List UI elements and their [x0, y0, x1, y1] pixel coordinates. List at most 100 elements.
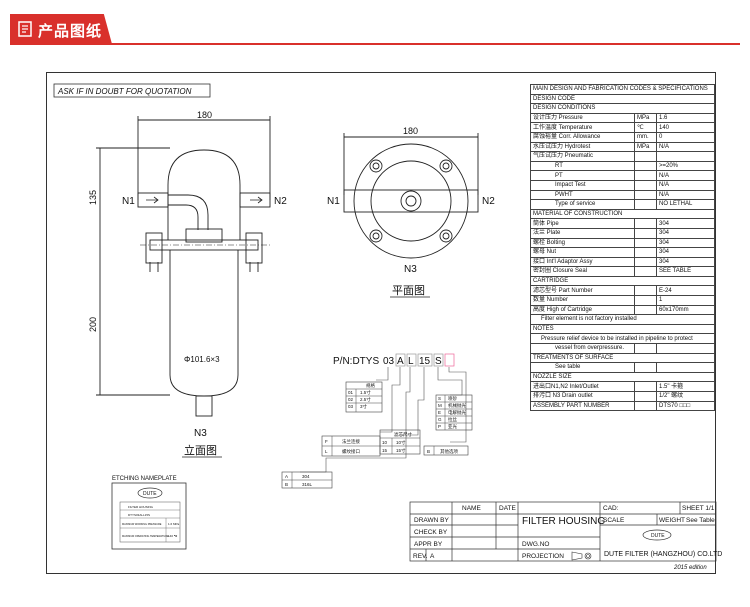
spec-label: 接口 Int'l Adaptor Assy	[530, 256, 635, 268]
spec-unit	[634, 304, 657, 316]
svg-text:CAD:: CAD:	[603, 505, 619, 512]
spec-unit	[634, 189, 657, 201]
svg-text:REV.: REV.	[413, 553, 428, 560]
svg-text:B: B	[285, 482, 288, 487]
spec-row: DESIGN CODE	[530, 93, 715, 105]
spec-value: 304	[656, 237, 715, 249]
svg-text:DTYS03ALL15S: DTYS03ALL15S	[128, 513, 150, 517]
spec-value: 60x170mm	[656, 304, 715, 316]
front-dim-width: 180	[197, 110, 212, 120]
spec-unit	[634, 362, 657, 373]
svg-text:A: A	[430, 553, 435, 560]
svg-text:喷砂: 喷砂	[448, 395, 457, 402]
svg-text:316L: 316L	[302, 482, 313, 487]
spec-label: 筒体 Pipe	[530, 218, 635, 229]
edition-note: 2015 edition	[673, 565, 707, 571]
spec-value: SEE TABLE	[656, 266, 715, 277]
spec-label: 法兰 Plate	[530, 227, 635, 239]
dute-logo-icon	[137, 487, 163, 499]
spec-label: 腐蚀裕量 Corr. Allowance	[530, 131, 635, 143]
plan-n3-label: N3	[404, 264, 417, 275]
part-number: P/N:DTYS 03 A L 15 S	[300, 353, 467, 473]
svg-text:PROJECTION: PROJECTION	[522, 553, 564, 560]
svg-text:L: L	[325, 449, 328, 454]
spec-value: 304	[656, 256, 715, 268]
spec-value: 1/2" 螺纹	[656, 391, 715, 402]
spec-unit	[634, 227, 657, 239]
svg-text:01: 01	[348, 390, 354, 395]
spec-unit	[634, 381, 657, 392]
spec-section-header: MATERIAL OF CONSTRUCTION	[530, 208, 715, 220]
svg-text:DATE: DATE	[499, 505, 517, 512]
plan-view-caption: 平面图	[392, 284, 425, 297]
title-block	[409, 501, 717, 562]
spec-row: NOZZLE SIZE	[530, 371, 715, 383]
spec-label: 数量 Number	[530, 295, 635, 306]
spec-value: DTS70 □□□	[656, 400, 715, 412]
spec-label: 螺母 Nut	[530, 247, 635, 258]
svg-text:15寸: 15寸	[396, 447, 406, 453]
spec-unit	[634, 256, 657, 268]
spec-label: ASSEMBLY PART NUMBER	[530, 400, 635, 412]
spec-value: N/A	[656, 170, 715, 181]
svg-text:304: 304	[302, 474, 310, 479]
spec-label: Impact Test	[530, 179, 635, 191]
spec-value: N/A	[656, 189, 715, 201]
spec-row: Filter element is not factory installed	[530, 314, 715, 325]
svg-text:滤芯尺寸: 滤芯尺寸	[394, 431, 412, 438]
spec-label: PT	[530, 170, 635, 181]
svg-text:F: F	[325, 439, 328, 444]
svg-text:螺纹接口: 螺纹接口	[342, 448, 360, 455]
spec-value: N/A	[656, 179, 715, 191]
plan-n2-label: N2	[482, 196, 495, 207]
svg-text:10: 10	[382, 440, 388, 445]
svg-text:S: S	[438, 396, 441, 401]
pn-finish-box: S 喷砂 M 机械抛光 E 电解抛光 G 拉丝 P 亚光	[435, 394, 473, 431]
svg-text:NAME: NAME	[462, 505, 481, 512]
svg-text:DUTE: DUTE	[143, 491, 157, 497]
spec-value: N/A	[656, 141, 715, 153]
spec-value: >=20%	[656, 160, 715, 172]
pn-cartridge-box: 滤芯尺寸 10 10寸 15 15寸	[379, 429, 421, 455]
page-title: 产品图纸	[38, 23, 103, 40]
nameplate-label: ETCHING NAMEPLATE	[112, 476, 177, 482]
spec-unit	[634, 295, 657, 306]
spec-unit	[634, 266, 657, 277]
dute-logo-title-icon	[642, 529, 672, 541]
spec-label: 水压试压力 Hydrotest	[530, 141, 635, 153]
svg-text:电解抛光: 电解抛光	[448, 409, 466, 416]
front-n3-label: N3	[194, 428, 207, 439]
svg-text:规格: 规格	[366, 382, 375, 389]
pn-prefix: P/N:DTYS	[333, 356, 379, 367]
svg-text:SCALE: SCALE	[603, 517, 625, 524]
spec-label: RT	[530, 160, 635, 172]
front-view-caption: 立面图	[184, 443, 217, 457]
title-block-text: NAME DATE DRAWN BY CHECK BY APPR BY REV.…	[413, 505, 722, 560]
ask-note-text: ASK IF IN DOUBT FOR QUOTATION	[57, 87, 192, 96]
pn-code3: L	[408, 356, 414, 367]
spec-unit	[634, 285, 657, 297]
spec-table: MAIN DESIGN AND FABRICATION CODES & SPEC…	[530, 84, 715, 412]
spec-label: Type of service	[530, 199, 635, 210]
pn-adaptor-box: F 法兰连接 L 螺纹接口	[321, 435, 381, 457]
svg-text:MAXIMUM WORKING PRESSURE: MAXIMUM WORKING PRESSURE	[122, 523, 162, 526]
spec-section-header: DESIGN CONDITIONS	[530, 103, 715, 114]
header-divider	[10, 43, 740, 45]
svg-text:DRAWN BY: DRAWN BY	[414, 517, 449, 524]
pn-extra-box: B 其他选项	[423, 445, 469, 456]
svg-text:2.5寸: 2.5寸	[360, 396, 371, 402]
svg-text:机械抛光: 机械抛光	[448, 402, 466, 409]
svg-text:03: 03	[348, 404, 354, 409]
spec-cell-note: Filter element is not factory installed	[530, 314, 715, 325]
spec-value: 304	[656, 247, 715, 258]
spec-value	[656, 151, 715, 162]
spec-label: See table	[530, 362, 635, 373]
spec-unit	[634, 391, 657, 402]
spec-row: 螺母 Nut 304	[530, 247, 715, 258]
